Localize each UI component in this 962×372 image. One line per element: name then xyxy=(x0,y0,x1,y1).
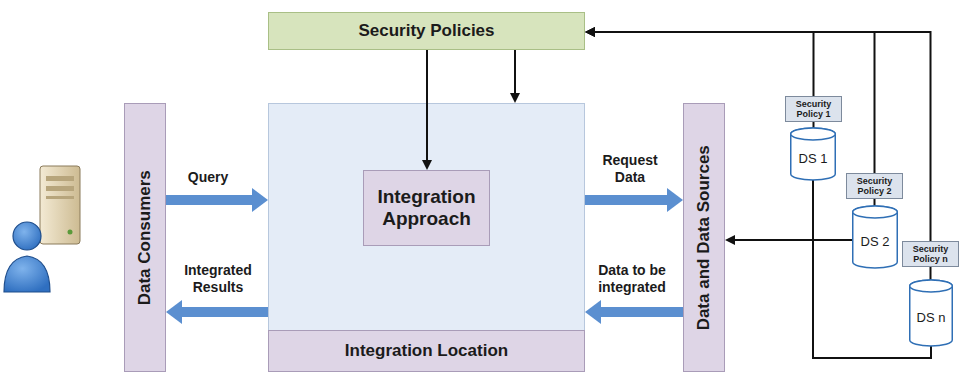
integration-area: Integration Location Integration Approach xyxy=(268,103,585,372)
connector-path xyxy=(594,32,814,96)
cylinder-body xyxy=(853,206,898,268)
arrow-head xyxy=(422,160,432,170)
box-label: Integration Approach xyxy=(368,186,485,230)
cylinder-body xyxy=(910,280,953,346)
database-cylinder: DS 1 xyxy=(790,128,836,180)
arrow-head xyxy=(252,188,268,212)
connector-line xyxy=(422,50,432,170)
database-label: DS 1 xyxy=(799,142,828,167)
arrow-head xyxy=(585,300,601,324)
server-slot xyxy=(46,196,74,199)
database-label: DS n xyxy=(917,301,946,326)
arrow-head xyxy=(585,27,595,37)
policy-tag: Security Policy 1 xyxy=(785,96,842,122)
cylinder-top xyxy=(853,206,898,218)
source-band: Data and Data Sources xyxy=(683,103,725,372)
arrow-head xyxy=(166,300,182,324)
connector-path xyxy=(426,50,428,161)
arrow-head xyxy=(725,235,735,245)
database-cylinder: DS 2 xyxy=(852,206,898,268)
server-tower xyxy=(40,166,80,244)
consumer-band: Data Consumers xyxy=(124,103,166,372)
connector-path xyxy=(600,307,683,317)
connector-path xyxy=(734,239,852,241)
tag-label: Security Policy n xyxy=(904,244,957,265)
cylinder-top xyxy=(910,280,953,292)
connector-line xyxy=(585,27,814,96)
connector-path xyxy=(514,50,516,94)
band-label: Data Consumers xyxy=(135,170,155,305)
connector-path xyxy=(181,307,268,317)
user-head xyxy=(13,222,41,250)
flow-arrow xyxy=(585,300,683,324)
database-cylinder: DS n xyxy=(909,280,953,346)
user-body xyxy=(4,256,50,292)
connector-path xyxy=(166,195,253,205)
cylinder-body xyxy=(791,128,836,180)
server-slot xyxy=(46,186,74,191)
connector-line xyxy=(813,122,814,128)
connector-path xyxy=(813,122,815,128)
connector-line xyxy=(585,27,931,241)
edge-label: Query xyxy=(176,169,240,186)
arrow-head xyxy=(667,188,683,212)
connector-path xyxy=(874,199,876,206)
connector-line xyxy=(725,235,852,245)
connector-path xyxy=(585,195,668,205)
policy-box: Security Policies xyxy=(268,12,585,50)
arrow-head xyxy=(510,93,520,103)
database-label: DS 2 xyxy=(861,225,890,250)
policy-tag: Security Policy 2 xyxy=(846,173,903,199)
box-label: Security Policies xyxy=(358,21,494,41)
band-label: Integration Location xyxy=(345,341,508,361)
arrow-head xyxy=(585,27,595,37)
cylinder-top xyxy=(791,128,836,140)
connector-path xyxy=(930,267,932,280)
flow-arrow xyxy=(166,188,268,212)
band-label: Data and Data Sources xyxy=(694,145,714,330)
flow-arrow xyxy=(585,188,683,212)
policy-tag: Security Policy n xyxy=(902,241,959,267)
tag-label: Security Policy 2 xyxy=(848,176,901,197)
server-led xyxy=(68,230,73,235)
connector-line xyxy=(930,267,931,280)
flow-arrow xyxy=(166,300,268,324)
server-slot xyxy=(46,176,74,181)
location-band: Integration Location xyxy=(268,330,585,372)
tag-label: Security Policy 1 xyxy=(787,99,840,120)
connector-line xyxy=(874,199,875,206)
edge-label: Data to be integrated xyxy=(586,262,678,296)
process-box: Integration Approach xyxy=(363,170,490,246)
edge-label: Integrated Results xyxy=(174,262,262,296)
edge-label: Request Data xyxy=(594,152,666,186)
connector-line xyxy=(510,50,520,103)
arrow-head xyxy=(585,27,595,37)
connector-path xyxy=(594,32,931,241)
